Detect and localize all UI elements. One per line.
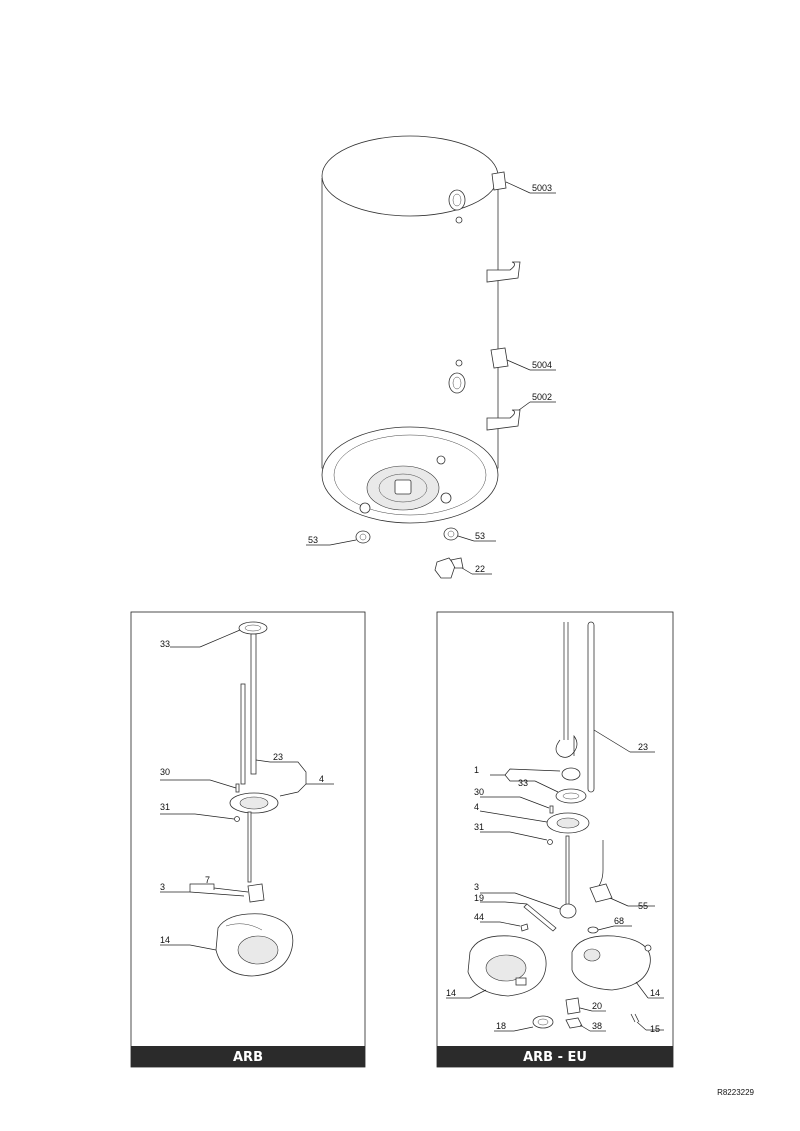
arb-eu-label-15: 15	[650, 1024, 660, 1034]
part-53-left-nipple	[306, 530, 371, 546]
arb-label-4: 4	[319, 774, 324, 784]
arb-eu-label-44: 44	[474, 912, 484, 922]
label-5002: 5002	[532, 392, 552, 402]
label-5003: 5003	[532, 183, 552, 193]
arb-eu-label-14a: 14	[446, 988, 456, 998]
arb-label-14: 14	[160, 935, 170, 945]
arb-eu-label-18: 18	[496, 1021, 506, 1031]
arb-label-33: 33	[160, 639, 170, 649]
arb-label-31: 31	[160, 802, 170, 812]
water-heater-tank	[321, 135, 521, 524]
panel-arb-footer	[131, 1046, 365, 1067]
arb-eu-label-68: 68	[614, 916, 624, 926]
arb-eu-label-20: 20	[592, 1001, 602, 1011]
part-5003-fitting	[491, 171, 556, 194]
part-5004-fitting	[490, 347, 556, 371]
panel-arb-title: ARB	[233, 1050, 263, 1065]
label-53-left: 53	[308, 535, 318, 545]
panel-arb-eu-title: ARB - EU	[523, 1050, 587, 1065]
panel-arb	[130, 611, 366, 1068]
part-22-valve	[434, 557, 492, 579]
arb-label-30: 30	[160, 767, 170, 777]
arb-eu-label-19: 19	[474, 893, 484, 903]
document-code: R8223229	[717, 1088, 754, 1097]
panel-arb-eu-footer	[437, 1046, 673, 1067]
label-5004: 5004	[532, 360, 552, 370]
arb-eu-label-23: 23	[638, 742, 648, 752]
arb-eu-label-31: 31	[474, 822, 484, 832]
arb-eu-label-1: 1	[474, 765, 479, 775]
part-5002-bracket	[518, 401, 556, 411]
arb-label-23: 23	[273, 752, 283, 762]
arb-eu-label-14b: 14	[650, 988, 660, 998]
arb-eu-label-38: 38	[592, 1021, 602, 1031]
arb-eu-label-3: 3	[474, 882, 479, 892]
arb-eu-label-30: 30	[474, 787, 484, 797]
arb-label-3: 3	[160, 882, 165, 892]
part-53-right-nipple	[443, 527, 496, 542]
label-22: 22	[475, 564, 485, 574]
arb-eu-label-4: 4	[474, 802, 479, 812]
panel-arb-eu	[436, 611, 674, 1068]
label-53-right: 53	[475, 531, 485, 541]
arb-label-7: 7	[205, 875, 210, 885]
arb-eu-label-55: 55	[638, 901, 648, 911]
arb-eu-label-33: 33	[518, 778, 528, 788]
